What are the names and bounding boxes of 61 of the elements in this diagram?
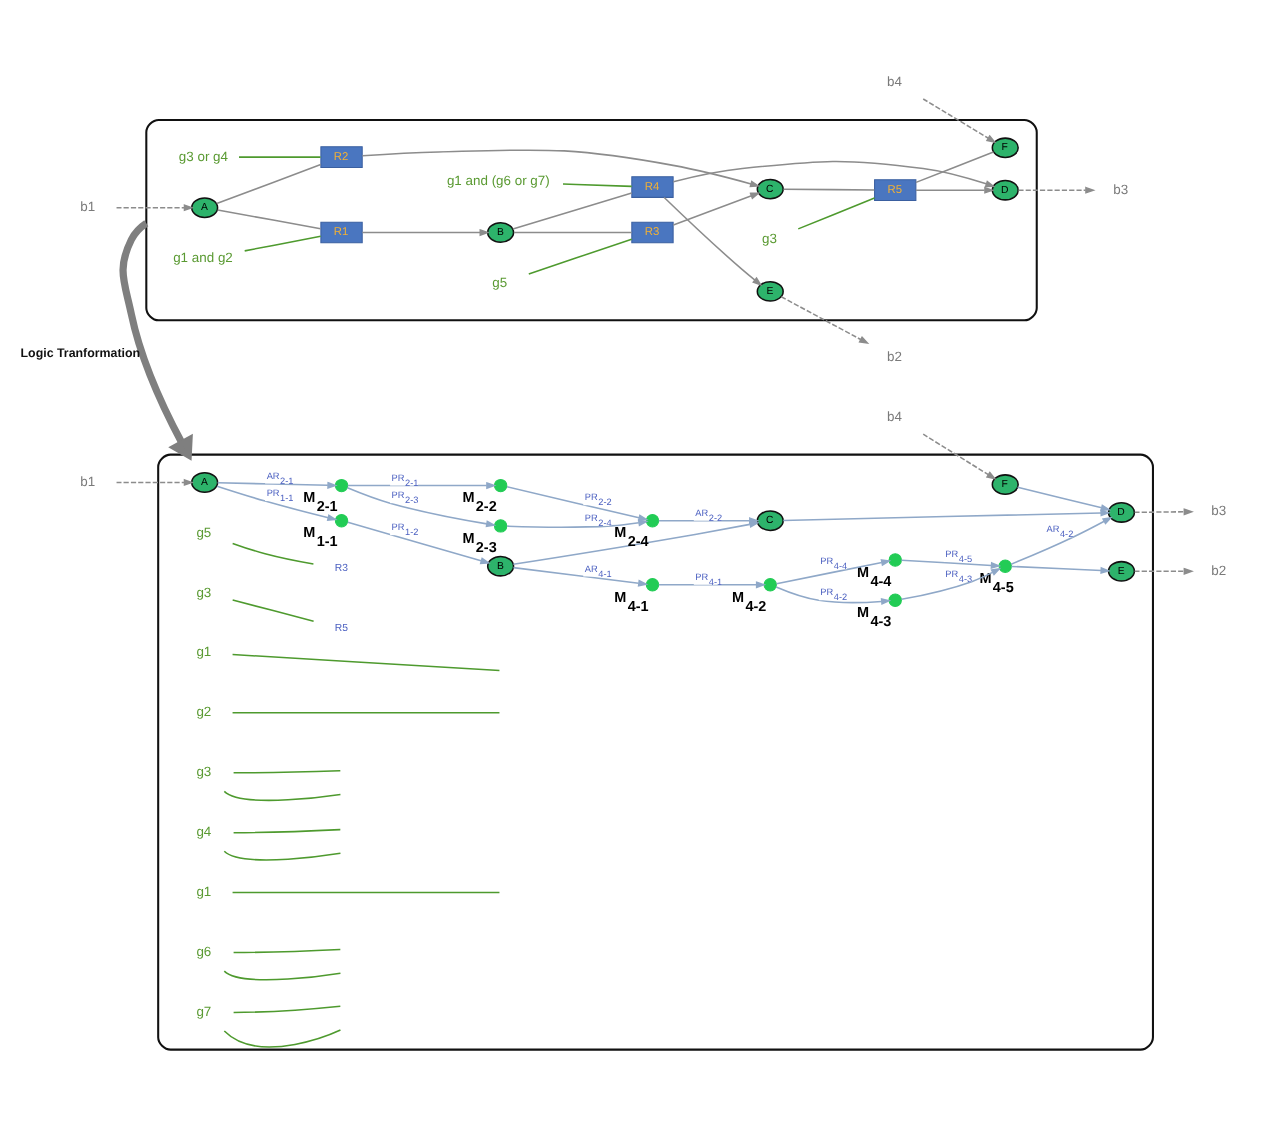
connector (216, 209, 322, 230)
connector (513, 231, 633, 234)
node-circle (888, 553, 902, 567)
arrow (782, 509, 1111, 522)
node-circle (334, 478, 349, 493)
connector (512, 192, 633, 230)
node-circle (645, 578, 660, 592)
connector (238, 156, 322, 158)
cluster (145, 118, 1038, 322)
arrow (922, 433, 997, 480)
arrow (672, 192, 761, 226)
arrow (115, 478, 195, 487)
connector (223, 1029, 342, 1048)
arrow (672, 160, 996, 188)
arrow (216, 481, 338, 489)
connector (232, 948, 342, 954)
node-circle (645, 514, 660, 528)
arrow (347, 481, 497, 490)
arrow (658, 581, 767, 589)
connector (223, 970, 342, 981)
node-circle (998, 559, 1012, 573)
connector (223, 790, 342, 802)
connector (231, 542, 315, 565)
arrow (1010, 565, 1111, 575)
connector (782, 188, 876, 191)
connector (232, 1005, 342, 1014)
arrow (780, 296, 870, 345)
connector (562, 183, 633, 188)
arrow (663, 196, 763, 287)
connector (223, 850, 342, 861)
connector (232, 769, 342, 774)
arrow (658, 517, 760, 525)
arrow (1010, 516, 1113, 565)
arrow (361, 228, 490, 237)
connector (915, 151, 995, 184)
arrow (361, 149, 761, 188)
arrow (922, 98, 997, 144)
node-circle (334, 514, 349, 528)
arrow (115, 204, 195, 212)
arrow (1133, 508, 1194, 516)
connector (231, 712, 501, 714)
arrow (119, 220, 193, 461)
arrow (1016, 486, 1112, 512)
connector (528, 238, 633, 275)
connector (231, 653, 501, 672)
arrow (1133, 567, 1194, 575)
connector (232, 828, 342, 834)
node-circle (763, 578, 777, 592)
arrow (900, 559, 1002, 569)
connector (243, 235, 322, 252)
connector (231, 891, 501, 894)
node-circle (493, 478, 508, 493)
arrow (506, 519, 649, 529)
arrow (1017, 186, 1096, 194)
connector (797, 197, 876, 230)
node-circle (888, 593, 902, 607)
arrow (775, 559, 892, 585)
connector (215, 163, 322, 205)
connector (231, 599, 315, 622)
node-circle (493, 519, 508, 533)
arrow (915, 186, 995, 194)
